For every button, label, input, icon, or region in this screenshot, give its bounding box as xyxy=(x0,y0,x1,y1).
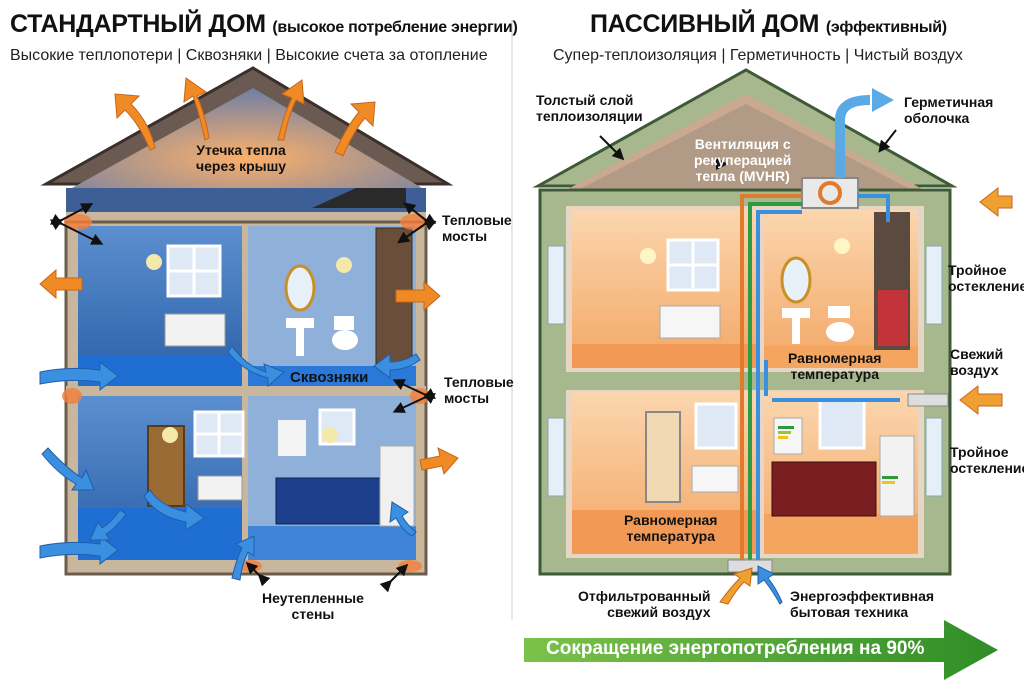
efficient-appliances-label: Энергоэффективная бытовая техника xyxy=(790,588,935,620)
left-title: СТАНДАРТНЫЙ ДОМ (высокое потребление эне… xyxy=(10,10,518,39)
right-title-note: (эффективный) xyxy=(825,19,947,36)
standard-house xyxy=(40,66,454,576)
airtight-shell-label: Герметичная оболочка xyxy=(904,94,994,126)
right-title-main: ПАССИВНЫЙ ДОМ xyxy=(590,10,820,38)
even-temperature-top-label: Равномерная температура xyxy=(788,350,882,382)
thick-insulation-label: Толстый слой теплоизоляции xyxy=(536,92,643,124)
fresh-air-label: Свежий воздух xyxy=(950,346,1004,378)
left-subtitle: Высокие теплопотери | Сквозняки | Высоки… xyxy=(10,47,488,64)
passive-house xyxy=(532,68,958,576)
mvhr-label: Вентиляция с рекуперацией тепла (MVHR) xyxy=(694,136,792,184)
heat-loss-arrows xyxy=(39,77,459,476)
even-temperature-bottom-label: Равномерная температура xyxy=(624,512,718,544)
triple-glazing-bottom-label: Тройное остекление xyxy=(950,444,1024,476)
right-title: ПАССИВНЫЙ ДОМ (эффективный) xyxy=(590,10,947,39)
thermal-bridges-top-label: Тепловые мосты xyxy=(442,212,512,244)
thermal-bridges-mid-label: Тепловые мосты xyxy=(444,374,514,406)
drafts-label: Сквозняки xyxy=(290,369,369,386)
left-title-main: СТАНДАРТНЫЙ ДОМ xyxy=(10,10,266,38)
banner-text: Сокращение энергопотребления на 90% xyxy=(546,638,925,659)
roof-leak-label: Утечка тепла через крышу xyxy=(196,142,287,174)
left-title-note: (высокое потребление энергии) xyxy=(272,19,518,36)
draft-arrows xyxy=(39,345,421,581)
triple-glazing-top-label: Тройное остекление xyxy=(948,262,1024,294)
right-subtitle: Супер-теплоизоляция | Герметичность | Чи… xyxy=(553,47,963,64)
reduction-banner xyxy=(524,620,998,680)
passive-air-arrows xyxy=(719,186,1013,605)
filtered-air-label: Отфильтрованный свежий воздух xyxy=(578,588,711,620)
uninsulated-walls-label: Неутепленные стены xyxy=(262,590,364,622)
